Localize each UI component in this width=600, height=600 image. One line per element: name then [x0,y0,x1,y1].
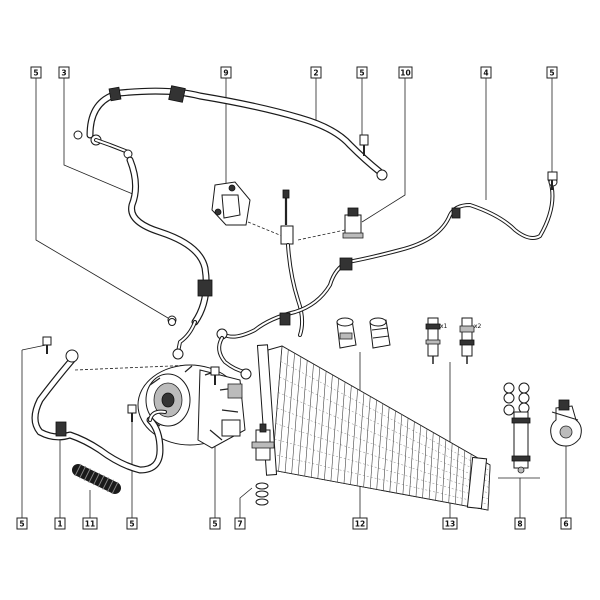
callout-top-5c: 5 [546,66,558,79]
svg-text:5: 5 [19,520,24,529]
callout-top-5b: 5 [356,66,368,79]
bolt-top-left [168,318,176,326]
svg-text:10: 10 [400,69,410,78]
switch-10 [342,207,364,239]
callout-bottom-8: 8 [514,517,526,530]
callout-bottom-5a: 5 [16,517,28,530]
callout-bottom-12: 12 [352,517,368,530]
svg-text:8: 8 [517,520,522,529]
valves-13: x1 x2 [425,317,482,364]
callout-top-2: 2 [310,66,322,79]
callout-bottom-7: 7 [234,517,246,530]
svg-text:9: 9 [223,69,228,78]
svg-text:4: 4 [483,69,488,78]
fitting-7 [251,423,275,506]
callout-top-5a: 5 [30,66,42,79]
center-valve-assembly [280,189,305,337]
callout-top-3: 3 [58,66,70,79]
svg-text:2: 2 [313,69,318,78]
callout-top-10: 10 [398,66,413,79]
svg-text:5: 5 [33,69,38,78]
sleeve-11 [72,463,121,495]
valve-label-x1: x1 [440,323,448,330]
bracket-9 [211,181,251,226]
svg-text:6: 6 [563,520,568,529]
svg-text:13: 13 [445,520,455,529]
pipe-1 [31,349,167,474]
callout-bottom-13: 13 [442,517,458,530]
svg-text:5: 5 [212,520,217,529]
sleeve-ribs [74,463,119,495]
pipe-4 [216,177,558,380]
valve-label-x2: x2 [474,323,482,330]
caps-12 [336,317,391,349]
svg-text:5: 5 [549,69,554,78]
callout-bottom-5c: 5 [209,517,221,530]
compressor [137,364,246,449]
svg-text:12: 12 [355,520,365,529]
svg-text:5: 5 [359,69,364,78]
callout-labels: 5 3 9 2 5 10 4 5 [16,66,572,530]
condenser [256,344,491,511]
bolt-bottom-1 [42,336,52,354]
svg-text:11: 11 [85,520,95,529]
svg-text:7: 7 [237,520,242,529]
pipe-3 [126,156,213,360]
callout-top-9: 9 [220,66,232,79]
bolt-top-mid [359,134,369,156]
bolt-top-right [547,171,558,190]
receiver-6 [550,399,582,447]
callout-top-4: 4 [480,66,492,79]
dryer-8 [503,382,531,474]
svg-text:3: 3 [61,69,66,78]
bolt-bottom-3 [210,366,220,385]
condenser-fins [271,345,491,511]
svg-text:5: 5 [129,520,134,529]
svg-text:1: 1 [57,520,62,529]
callout-bottom-6: 6 [560,517,572,530]
callout-bottom-11: 11 [82,517,98,530]
callout-bottom-1: 1 [54,517,66,530]
bolt-bottom-2 [127,404,137,422]
bolts [42,134,558,422]
pipe-2 [73,85,388,181]
callout-bottom-5b: 5 [126,517,138,530]
